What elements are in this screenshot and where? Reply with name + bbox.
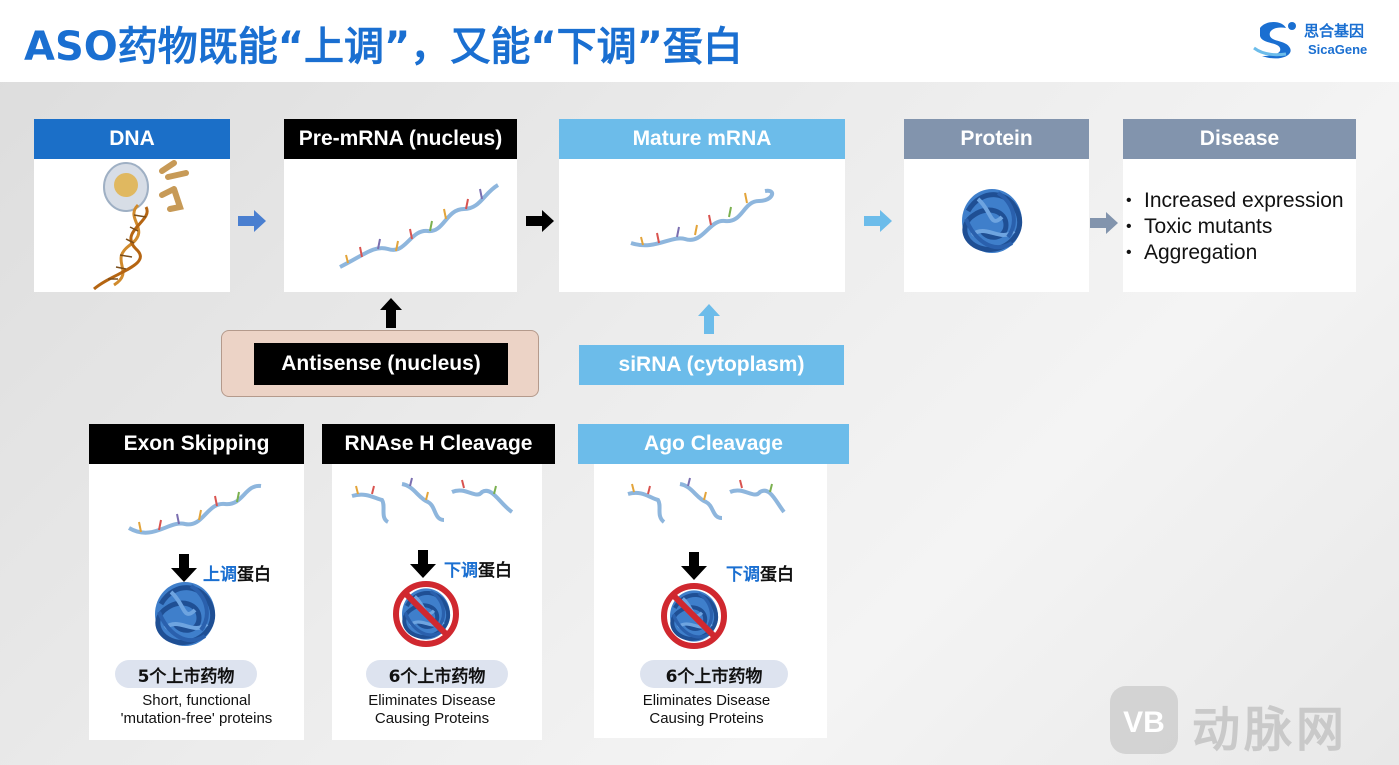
dna-header: DNA <box>34 119 230 159</box>
rnase-h-illustration <box>351 477 514 647</box>
arrow-up-icon <box>380 298 402 328</box>
protein-card: Protein <box>904 119 1089 292</box>
svg-text:VB: VB <box>1123 706 1165 739</box>
mechanism-note: Eliminates Disease Causing Proteins <box>332 692 532 728</box>
sicagene-logo: 思合基因 SicaGene <box>1252 18 1382 64</box>
arrow-up-icon <box>698 304 720 334</box>
note-line: 'mutation-free' proteins <box>120 710 273 727</box>
approved-count-badge: 6个上市药物 <box>366 660 508 688</box>
reg-keyword: 下调 <box>444 561 478 581</box>
mature-mrna-strand <box>630 188 775 248</box>
disease-item: Increased expression <box>1124 188 1344 214</box>
watermark-text: 动脉网 <box>1192 702 1349 758</box>
upregulate-label: 上调蛋白 <box>203 560 271 585</box>
rnase-h-card: RNAse H Cleavage 下调蛋白 6个上市药物 Eliminates … <box>322 424 555 740</box>
note-line: Causing Proteins <box>374 710 490 727</box>
pre-mrna-card: Pre-mRNA (nucleus) <box>284 119 517 292</box>
disease-item: Aggregation <box>1124 240 1344 266</box>
arrow-down-icon <box>171 554 197 582</box>
protein-header: Protein <box>904 119 1089 159</box>
pre-mrna-strand <box>339 183 500 269</box>
protein-illustration <box>904 159 1089 292</box>
exon-skipping-card: Exon Skipping 上调蛋白 5个上市药物 Short, functio… <box>89 424 304 740</box>
reg-rest: 蛋白 <box>478 561 512 581</box>
ago-cleavage-illustration <box>627 477 786 649</box>
ago-cleavage-header: Ago Cleavage <box>578 424 849 464</box>
note-line: Eliminates Disease <box>368 692 496 709</box>
note-line: Short, functional <box>142 692 251 709</box>
arrow-right-icon <box>238 210 266 232</box>
mechanism-note: Eliminates Disease Causing Proteins <box>594 692 819 728</box>
reg-rest: 蛋白 <box>760 565 794 585</box>
note-line: Eliminates Disease <box>642 692 771 709</box>
exon-skipping-illustration <box>127 483 262 740</box>
arrow-down-icon <box>410 550 436 578</box>
arrow-down-icon <box>681 552 707 580</box>
pre-mrna-header: Pre-mRNA (nucleus) <box>284 119 517 159</box>
note-line: Causing Proteins <box>649 710 764 727</box>
disease-list: Increased expression Toxic mutants Aggre… <box>1124 188 1344 266</box>
no-protein-icon <box>661 583 727 649</box>
reg-rest: 蛋白 <box>237 565 271 585</box>
watermark-logo-icon: VB <box>1110 686 1178 754</box>
slide-header: ASO药物既能“上调”，又能“下调”蛋白 思合基因 SicaGene <box>0 0 1399 82</box>
no-protein-icon <box>393 581 459 647</box>
rnase-h-header: RNAse H Cleavage <box>322 424 555 464</box>
watermark: VB 动脉网 <box>1108 684 1388 758</box>
arrow-right-icon <box>864 210 892 232</box>
disease-item: Toxic mutants <box>1124 214 1344 240</box>
downregulate-label: 下调蛋白 <box>444 556 512 581</box>
antisense-label: Antisense (nucleus) <box>254 343 508 385</box>
sirna-label: siRNA (cytoplasm) <box>579 345 844 385</box>
dna-card: DNA <box>34 119 230 292</box>
disease-header: Disease <box>1123 119 1356 159</box>
dna-illustration <box>93 160 189 291</box>
exon-skipping-header: Exon Skipping <box>89 424 304 464</box>
approved-count-badge: 6个上市药物 <box>640 660 788 688</box>
reg-keyword: 上调 <box>203 565 237 585</box>
mature-mrna-card: Mature mRNA <box>559 119 845 292</box>
sicagene-logo-icon <box>1253 22 1296 59</box>
approved-count-badge: 5个上市药物 <box>115 660 257 688</box>
slide-title: ASO药物既能“上调”，又能“下调”蛋白 <box>24 24 743 70</box>
reg-keyword: 下调 <box>726 565 760 585</box>
logo-en-text: SicaGene <box>1308 42 1368 57</box>
logo-cn-text: 思合基因 <box>1304 22 1365 40</box>
downregulate-label: 下调蛋白 <box>726 560 794 585</box>
ago-cleavage-card: Ago Cleavage 下调蛋白 6个上市药物 Eliminates Dise… <box>578 424 849 738</box>
arrow-right-icon <box>1090 212 1118 234</box>
arrow-right-icon <box>526 210 554 232</box>
mature-mrna-header: Mature mRNA <box>559 119 845 159</box>
mechanism-note: Short, functional 'mutation-free' protei… <box>89 692 304 728</box>
